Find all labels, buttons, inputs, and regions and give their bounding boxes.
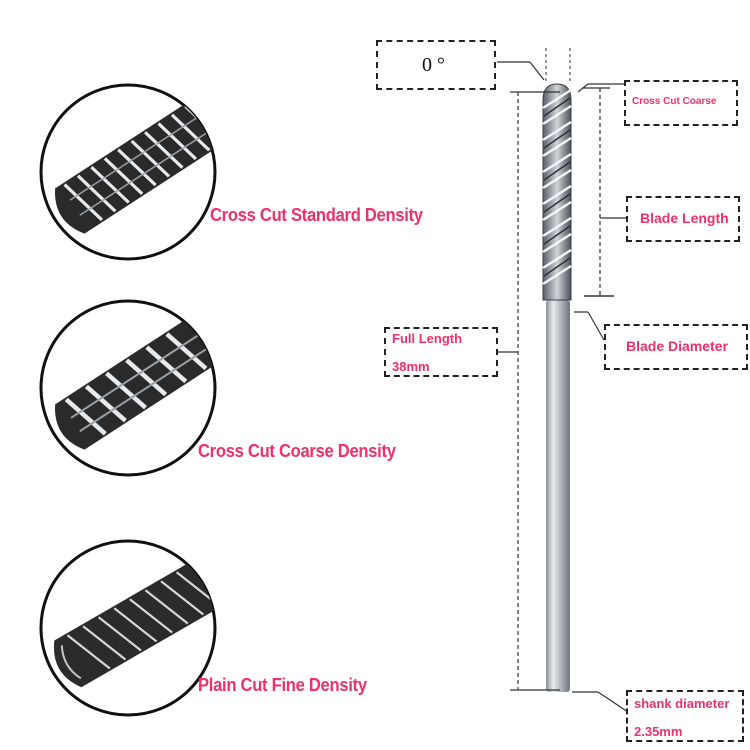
- blade-length-callout: Blade Length: [626, 196, 740, 242]
- full-length-value: 38mm: [392, 359, 430, 374]
- density-label-plain-cut-fine: Plain Cut Fine Density: [198, 675, 367, 695]
- cross-cut-standard-view: [39, 83, 217, 261]
- density-label-cross-cut-standard: Cross Cut Standard Density: [210, 205, 423, 225]
- density-label-cross-cut-coarse: Cross Cut Coarse Density: [198, 441, 396, 461]
- angle-value: 0 °: [422, 54, 445, 76]
- plain-cut-fine-view: [39, 539, 217, 717]
- tool-blade: [542, 83, 572, 301]
- cross-cut-coarse-view: [39, 299, 217, 477]
- blade-flutes: [542, 88, 572, 286]
- cross-cut-callout: Cross Cut Coarse: [624, 80, 738, 126]
- blade-diameter-label: Blade Diameter: [626, 338, 728, 354]
- cross-cut-label: Cross Cut Coarse: [632, 96, 717, 107]
- full-length-callout: Full Length 38mm: [384, 327, 498, 377]
- tool-shank: [546, 300, 570, 692]
- blade-length-label: Blade Length: [640, 210, 729, 226]
- angle-callout: 0 °: [376, 40, 496, 90]
- shank-diameter-value: 2.35mm: [634, 724, 683, 739]
- shank-diameter-label: shank diameter: [634, 696, 730, 711]
- shank-diameter-callout: shank diameter 2.35mm: [626, 690, 744, 742]
- full-length-label: Full Length: [392, 331, 463, 346]
- blade-diameter-callout: Blade Diameter: [604, 324, 748, 370]
